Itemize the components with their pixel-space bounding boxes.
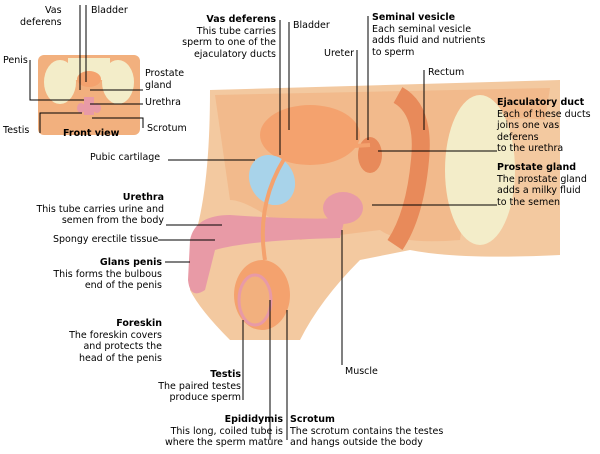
inset-testis-label: Testis [3, 125, 30, 136]
ureter-label: Ureter [324, 48, 354, 59]
inset-vas-deferens-label: Vas deferens [20, 5, 62, 28]
inset-front-view-caption: Front view [63, 128, 120, 139]
bladder-label: Bladder [293, 20, 330, 31]
pubic-cartilage-label: Pubic cartilage [90, 152, 161, 163]
inset-bladder-label: Bladder [91, 5, 128, 16]
sagittal-section-illustration [188, 80, 560, 340]
front-view-illustration [38, 55, 140, 135]
inset-prostate-label: Prostate gland [145, 68, 185, 91]
inset-penis-label: Penis [3, 55, 28, 66]
leader-lines [29, 5, 497, 440]
rectum-label: Rectum [428, 67, 465, 78]
inset-scrotum-label: Scrotum [147, 123, 187, 134]
inset-urethra-label: Urethra [145, 97, 181, 108]
muscle-label: Muscle [345, 366, 378, 377]
spongy-tissue-label: Spongy erectile tissue [53, 234, 159, 245]
